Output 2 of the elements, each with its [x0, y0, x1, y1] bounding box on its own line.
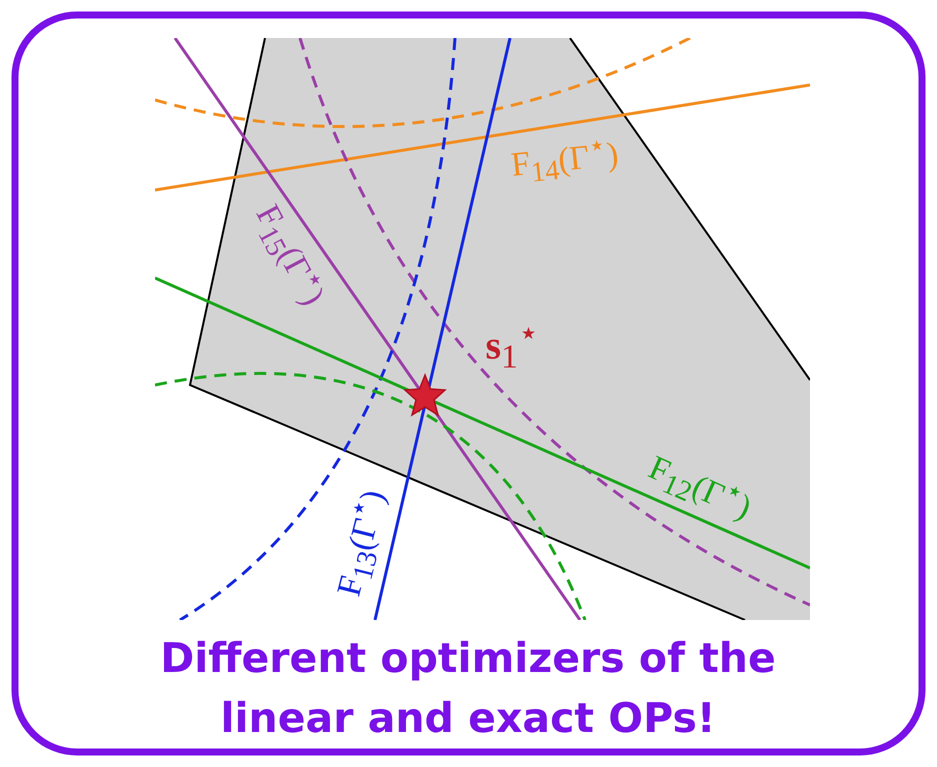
- curve-label: F$_{14}$(Γ$^{⋆}$): [508, 130, 621, 190]
- caption: Different optimizers of the linear and exact OPs!: [159, 633, 777, 744]
